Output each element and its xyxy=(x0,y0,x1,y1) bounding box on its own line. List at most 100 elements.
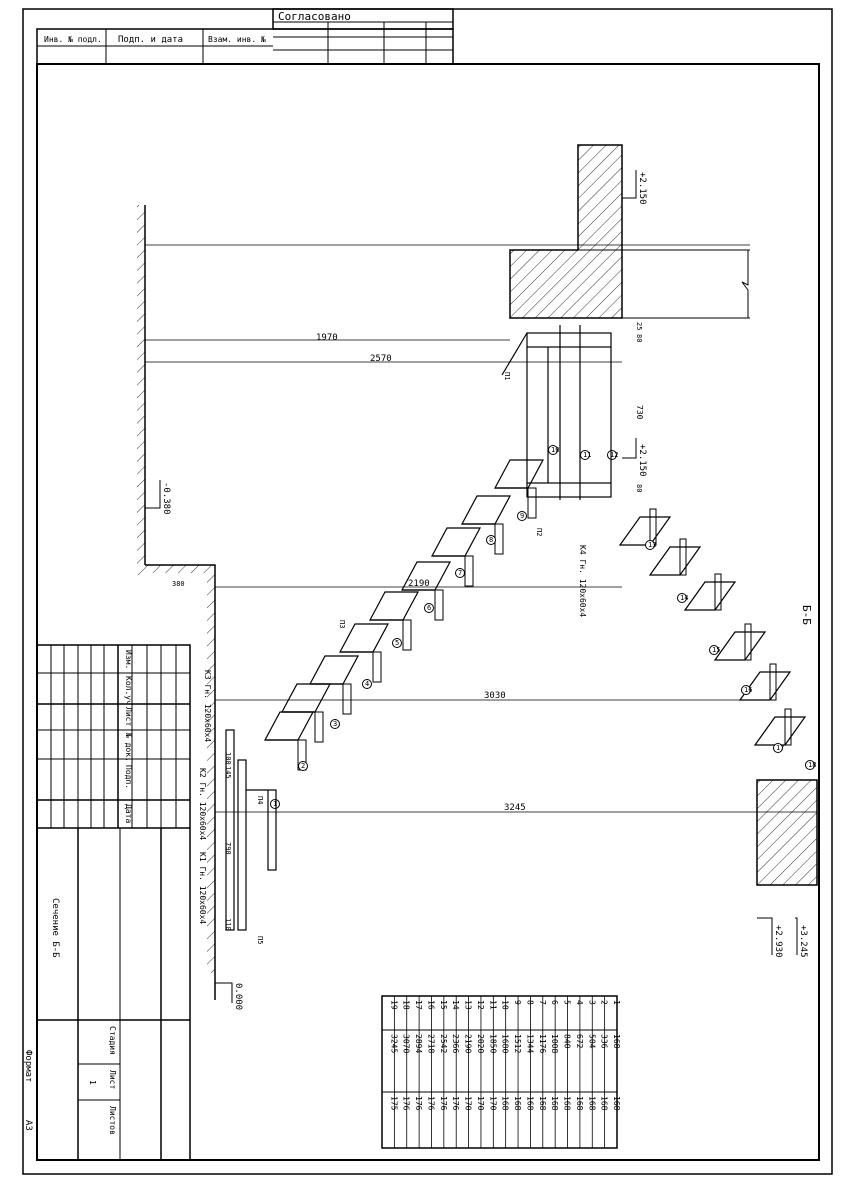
podp-data-label: Подп. и дата xyxy=(118,35,183,45)
level-top: +2.150 xyxy=(637,172,647,205)
table-cell: 170 xyxy=(464,1096,473,1111)
table-cell: 7 xyxy=(538,1000,547,1005)
table-cell: 2894 xyxy=(414,1034,423,1053)
table-cell: 168 xyxy=(525,1096,534,1111)
table-cell: 5 xyxy=(563,1000,572,1005)
table-cell: 16 xyxy=(426,1000,435,1010)
dim-2570: 2570 xyxy=(370,354,392,364)
step-mark-7: 7 xyxy=(455,568,465,578)
step-mark-label: 8 xyxy=(489,536,493,544)
dim-145: 145 xyxy=(224,766,232,779)
table-cell: 2718 xyxy=(426,1034,435,1053)
step-mark-label: 5 xyxy=(395,639,399,647)
table-cell: 168 xyxy=(550,1096,559,1111)
step-mark-label: 14 xyxy=(680,594,688,602)
step-mark-2: 2 xyxy=(298,761,308,771)
tag-p3: П3 xyxy=(338,620,346,628)
step-mark-label: 13 xyxy=(648,541,656,549)
ndok-label: № док. xyxy=(124,732,133,762)
table-cell: 1850 xyxy=(488,1034,497,1053)
level-left: -0.380 xyxy=(161,482,171,515)
table-cell: 176 xyxy=(439,1096,448,1111)
table-cell: 2 xyxy=(600,1000,609,1005)
tag-p2: П2 xyxy=(535,528,543,536)
beam-k1: К1 Гн. 120х60х4 xyxy=(198,852,207,924)
table-cell: 168 xyxy=(587,1096,596,1111)
step-15 xyxy=(683,573,737,611)
table-cell: 168 xyxy=(575,1096,584,1111)
step-mark-18: 18 xyxy=(805,760,816,770)
step-mark-6: 6 xyxy=(424,603,434,613)
table-cell: 168 xyxy=(513,1096,522,1111)
table-cell: 1680 xyxy=(501,1034,510,1053)
table-cell: 170 xyxy=(488,1096,497,1111)
table-cell: 13 xyxy=(464,1000,473,1010)
step-mark-label: 11 xyxy=(583,451,591,459)
step-mark-16: 16 xyxy=(741,685,752,695)
step-5 xyxy=(368,591,420,651)
podp-label: Подп. xyxy=(124,765,133,789)
format-value: А3 xyxy=(23,1120,33,1131)
list-label: Лист xyxy=(124,707,133,726)
table-cell: 1008 xyxy=(550,1034,559,1053)
table-cell: 11 xyxy=(488,1000,497,1010)
stair-steps xyxy=(263,459,807,771)
step-3 xyxy=(308,655,360,715)
step-mark-14: 14 xyxy=(677,593,688,603)
dim-80a: 80 xyxy=(635,334,643,342)
step-mark-label: 4 xyxy=(365,680,369,688)
stadiya-label: Стадия xyxy=(108,1026,117,1055)
step-mark-label: 16 xyxy=(744,686,752,694)
step-6 xyxy=(400,561,452,621)
beam-k4: К4 Гн. 120х60х4 xyxy=(578,545,587,617)
beam-k3: К3 Гн. 120х60х4 xyxy=(203,670,212,742)
step-4 xyxy=(338,623,390,683)
table-cell: 1344 xyxy=(525,1034,534,1053)
inv-podl-label: Инв. № подл. xyxy=(44,35,102,44)
table-cell: 18 xyxy=(402,1000,411,1010)
dim-2190: 2190 xyxy=(408,579,430,589)
step-mark-5: 5 xyxy=(392,638,402,648)
level-bot2: +3.245 xyxy=(798,925,808,958)
step-mark-label: 18 xyxy=(808,761,816,769)
table-cell: 1 xyxy=(612,1000,621,1005)
table-cell: 168 xyxy=(612,1034,621,1049)
step-mark-label: 15 xyxy=(712,646,720,654)
table-cell: 19 xyxy=(389,1000,398,1010)
listov-label: Листов xyxy=(108,1106,117,1135)
section-label: Б-Б xyxy=(800,605,813,625)
level-marks xyxy=(145,170,798,1003)
step-18 xyxy=(753,708,807,746)
table-cell: 3070 xyxy=(402,1034,411,1053)
step-mark-label: 1 xyxy=(273,800,277,808)
level-zero: 0.000 xyxy=(233,983,243,1010)
reference-lines xyxy=(145,244,817,813)
list2-label: Лист xyxy=(108,1070,117,1089)
dim-380: 380 xyxy=(172,580,185,588)
step-mark-13: 13 xyxy=(645,540,656,550)
section-title: Сечение Б-Б xyxy=(50,898,60,958)
table-cell: 672 xyxy=(575,1034,584,1049)
kol-uch-label: Кол.уч xyxy=(124,676,133,705)
table-cell: 2366 xyxy=(451,1034,460,1053)
table-cell: 3 xyxy=(587,1000,596,1005)
table-cell: 175 xyxy=(389,1096,398,1111)
format-label: Формат xyxy=(23,1050,33,1083)
steps-table: 1168168233616835041684672168584016861008… xyxy=(381,995,621,1149)
step-mark-17: 17 xyxy=(773,743,784,753)
level-mid: +2.150 xyxy=(637,444,647,477)
table-cell: 10 xyxy=(501,1000,510,1010)
table-cell: 8 xyxy=(525,1000,534,1005)
table-cell: 504 xyxy=(587,1034,596,1049)
step-mark-12: 12 xyxy=(607,450,618,460)
step-1 xyxy=(263,711,315,771)
step-mark-10: 10 xyxy=(548,445,559,455)
table-cell: 14 xyxy=(451,1000,460,1010)
table-cell: 12 xyxy=(476,1000,485,1010)
table-cell: 176 xyxy=(451,1096,460,1111)
table-cell: 176 xyxy=(426,1096,435,1111)
table-cell: 168 xyxy=(563,1096,572,1111)
izm-label: Изм. xyxy=(124,650,133,669)
